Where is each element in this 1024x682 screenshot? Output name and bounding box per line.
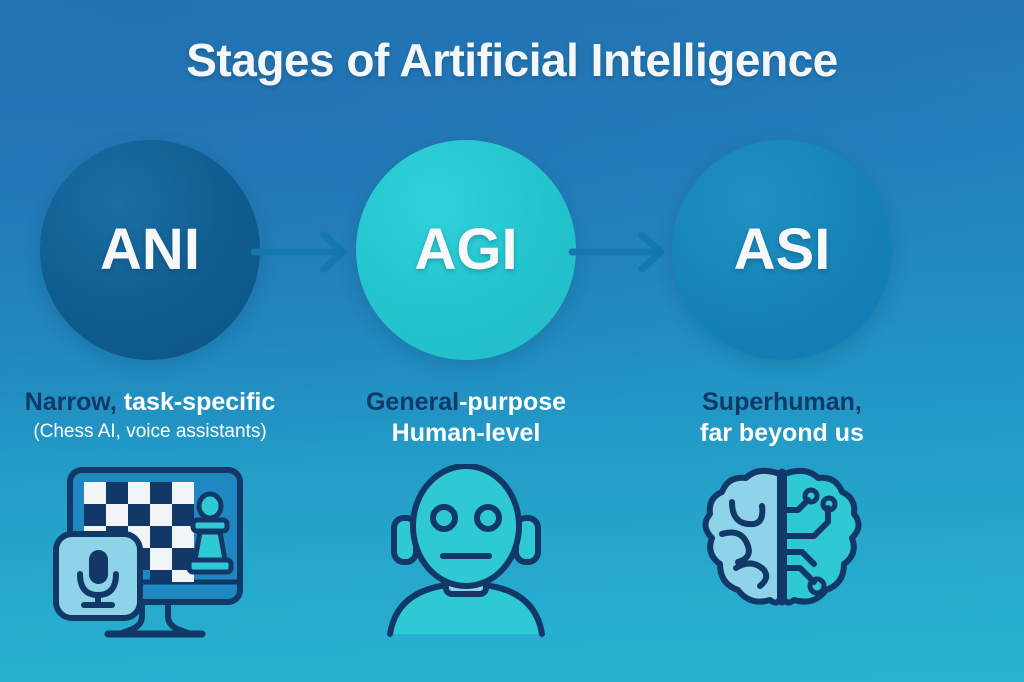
arrow-right-icon: [568, 231, 665, 273]
chess-monitor-microphone-icon: [53, 467, 243, 638]
humanoid-head-icon: [387, 463, 545, 637]
caption-agi: General-purpose Human-level: [306, 388, 626, 448]
arrow-ani-to-agi: [250, 228, 370, 276]
circuit-brain-icon: [702, 467, 862, 606]
caption-ani: Narrow, task-specific (Chess AI, voice a…: [0, 388, 310, 443]
caption-agi-light: -purpose: [459, 388, 567, 416]
caption-ani-strong: Narrow,: [24, 388, 117, 416]
caption-ani-sub: (Chess AI, voice assistants): [33, 421, 267, 442]
caption-ani-light: task-specific: [116, 388, 276, 416]
arrow-agi-to-asi: [568, 228, 688, 276]
arrow-right-icon: [250, 231, 347, 273]
stage-label-agi: AGI: [414, 217, 518, 282]
stage-circle-agi[interactable]: AGI: [356, 140, 576, 360]
stage-asi: ASI Superhuman, far beyond us: [622, 0, 942, 682]
stage-ani: ANI Narrow, task-specific (Chess AI, voi…: [0, 0, 310, 682]
icon-asi-wrap: [702, 464, 862, 644]
icon-agi-wrap: [386, 463, 546, 644]
stage-agi: AGI General-purpose Human-level: [306, 0, 626, 682]
stage-circle-ani[interactable]: ANI: [40, 140, 260, 360]
caption-agi-line2: Human-level: [391, 419, 541, 447]
chess-pawn-icon: [186, 491, 234, 575]
caption-asi-strong: Superhuman,: [702, 388, 862, 416]
microphone-icon: [53, 531, 143, 621]
stage-label-asi: ASI: [733, 217, 831, 282]
caption-agi-strong: General: [365, 388, 460, 416]
stage-circle-asi[interactable]: ASI: [672, 140, 892, 360]
caption-asi-line2: far beyond us: [700, 419, 864, 447]
icon-ani-wrap: [50, 464, 250, 644]
page-title: Stages of Artificial Intelligence: [186, 34, 838, 86]
caption-asi: Superhuman, far beyond us: [622, 388, 942, 448]
stage-label-ani: ANI: [100, 217, 200, 282]
